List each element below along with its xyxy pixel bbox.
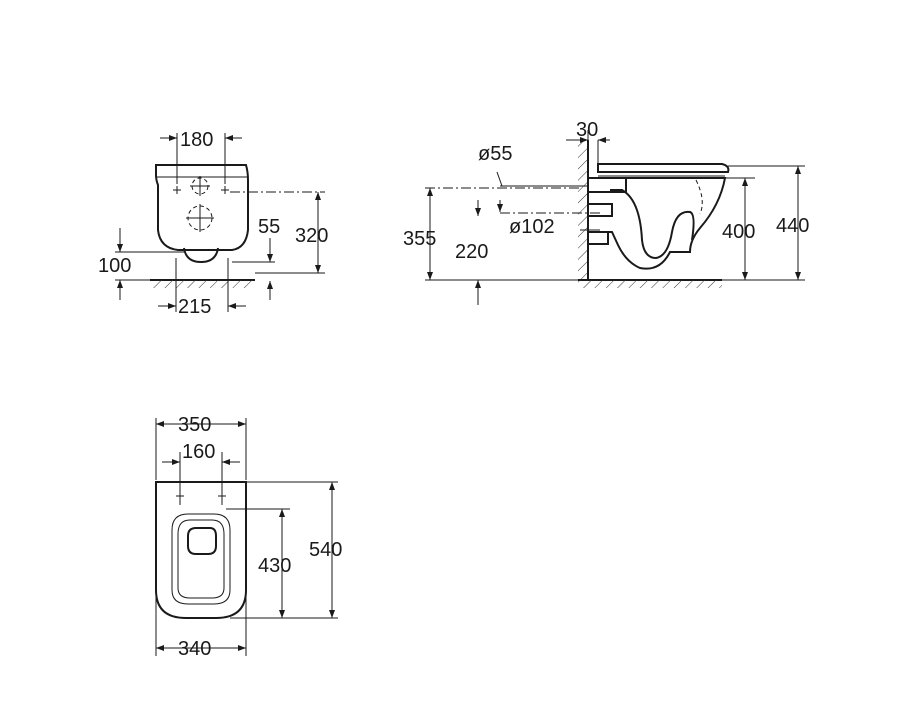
side-inlet-pipe <box>587 177 627 193</box>
dim-160-label: 160 <box>182 441 215 463</box>
front-fixing-holes <box>173 176 229 232</box>
front-bowl-outline <box>155 164 249 251</box>
wall-hatch <box>578 140 588 280</box>
dim-215: 215 <box>158 258 246 318</box>
dim-440-label: 440 <box>776 215 809 237</box>
dim-350: 350 <box>155 414 247 480</box>
front-outlet <box>183 247 219 264</box>
top-view: 350 160 430 540 <box>155 414 342 660</box>
side-trap <box>610 189 695 260</box>
dim-dia102-label: ø102 <box>509 216 555 238</box>
dim-340-label: 340 <box>178 638 211 660</box>
top-bowl-opening <box>171 513 231 605</box>
dim-55-label: 55 <box>258 216 280 238</box>
front-view: 180 320 55 100 <box>98 129 328 318</box>
side-floor-hatch <box>578 280 722 288</box>
dim-220-label: 220 <box>455 241 488 263</box>
dim-430-label: 430 <box>258 555 291 577</box>
dim-215-label: 215 <box>178 296 211 318</box>
side-outlet-pipe <box>587 203 613 217</box>
dim-30: 30 <box>566 119 610 165</box>
dim-100-label: 100 <box>98 255 131 277</box>
dim-30-label: 30 <box>576 119 598 141</box>
side-lid <box>597 163 730 173</box>
dim-340: 340 <box>155 590 247 660</box>
side-trap-inner <box>695 179 703 215</box>
side-bolt-plate <box>587 231 609 245</box>
dim-320: 320 <box>230 191 328 274</box>
dim-160: 160 <box>162 441 240 505</box>
side-view: 30 ø55 ø102 355 <box>403 119 809 305</box>
dim-dia55: ø55 <box>478 143 588 187</box>
dim-440: 440 <box>722 165 809 281</box>
front-floor-hatch <box>150 280 255 288</box>
side-bowl <box>598 177 727 270</box>
dim-540: 540 <box>246 481 342 619</box>
dim-180-label: 180 <box>180 129 213 151</box>
dim-355: 355 <box>403 187 580 280</box>
dim-55: 55 <box>232 216 280 300</box>
dim-dia55-label: ø55 <box>478 143 512 165</box>
dim-430: 430 <box>226 508 291 619</box>
dim-220: 220 <box>455 241 488 305</box>
dim-540-label: 540 <box>309 539 342 561</box>
dim-dia102: ø102 <box>475 200 600 238</box>
dim-355-label: 355 <box>403 228 436 250</box>
dim-100: 100 <box>98 228 184 300</box>
dim-350-label: 350 <box>178 414 211 436</box>
dim-180: 180 <box>160 129 242 184</box>
dim-320-label: 320 <box>295 225 328 247</box>
dim-400: 400 <box>722 177 755 280</box>
top-bowl-inner <box>177 519 225 599</box>
dim-400-label: 400 <box>722 221 755 243</box>
top-outlet-hole <box>187 527 217 555</box>
